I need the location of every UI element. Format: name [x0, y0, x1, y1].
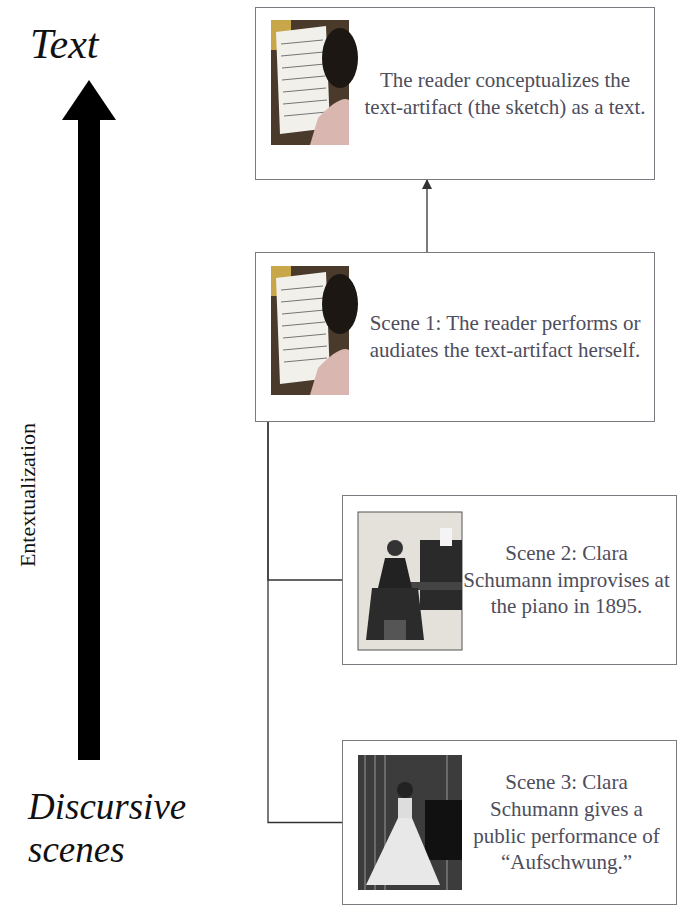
piano-photo [358, 512, 462, 650]
tree-connector [268, 422, 342, 823]
box-text: The reader conceptualizes the text-artif… [364, 67, 646, 120]
box-text: Scene 3: Clara Schumann gives a public p… [463, 769, 670, 876]
pole-label: Discursive scenes [28, 786, 253, 871]
pole-label: Text [30, 20, 98, 68]
piano-photo [358, 755, 462, 890]
sheet-music-photo [271, 266, 358, 395]
big-arrow [62, 80, 116, 760]
arrow-connector [426, 180, 427, 252]
scene-box: Scene 3: Clara Schumann gives a public p… [342, 740, 677, 905]
scene-box: Scene 2: Clara Schumann improvises at th… [342, 495, 677, 665]
scene-box: Scene 1: The reader performs or audiates… [255, 252, 655, 422]
box-text: Scene 1: The reader performs or audiates… [364, 310, 646, 363]
tree-connector [268, 422, 342, 580]
box-text: Scene 2: Clara Schumann improvises at th… [463, 540, 670, 620]
sheet-music-photo [271, 20, 358, 145]
axis-label: Entextualization [14, 335, 42, 655]
scene-box: The reader conceptualizes the text-artif… [255, 7, 655, 180]
